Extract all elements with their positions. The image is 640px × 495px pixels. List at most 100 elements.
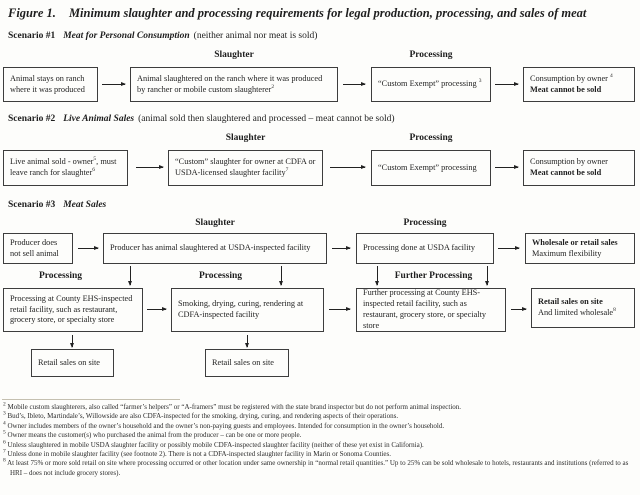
arrow-right-icon	[495, 82, 519, 86]
s1-box4-line2-text: Meat cannot be sold	[530, 84, 602, 94]
arrow-right-icon	[332, 246, 351, 250]
footnote-8-text: At least 75% or more sold retail on site…	[5, 459, 629, 477]
scenario-3-label: Scenario #3 Meat Sales	[8, 200, 110, 210]
s3-boxB-text: Smoking, drying, curing, rendering at CD…	[178, 299, 304, 319]
s1-processing-header: Processing	[409, 50, 453, 60]
s2-processing-header: Processing	[409, 133, 453, 143]
arrow-down-icon	[279, 266, 283, 286]
s3-boxD-line2-text: And limited wholesale	[538, 308, 614, 317]
figure-title-text: Minimum slaughter and processing require…	[68, 6, 587, 20]
s3-box4-line1-text: Wholesale or retail sales	[532, 237, 618, 247]
s2-box1-part-b: , must leave ranch for slaughter	[10, 157, 117, 177]
footnotes: 2 Mobile custom slaughterers, also calle…	[3, 401, 637, 478]
s1-box2-main: Animal slaughtered on the ranch where it…	[137, 73, 323, 94]
s2-slaughter-header: Slaughter	[225, 133, 266, 143]
s2-box1-footnote-ref-5: 5	[93, 156, 97, 163]
scenario-1-label: Scenario #1 Meat for Personal Consumption…	[8, 31, 317, 41]
footnote-3: 3 Bud’s, Ibleto, Martindale’s, Willowsid…	[3, 411, 637, 421]
s1-box-consumption-by-owner: Consumption by owner 4 Meat cannot be so…	[523, 67, 635, 102]
s1-box3-footnote-ref: 3	[478, 78, 482, 85]
arrow-right-icon	[511, 307, 527, 311]
s3-boxD-line2: And limited wholesale8	[538, 307, 628, 319]
s3-processing-header-left: Processing	[38, 271, 83, 281]
s3-box4-line2-text: Maximum flexibility	[532, 248, 602, 258]
s3-box3-text: Processing done at USDA facility	[363, 243, 475, 253]
s1-slaughter-header: Slaughter	[214, 50, 254, 60]
s1-box2-footnote-ref: 2	[271, 83, 275, 90]
arrow-down-icon	[375, 266, 379, 286]
arrow-right-icon	[343, 82, 366, 86]
arrow-down-icon	[70, 335, 74, 348]
arrow-right-icon	[147, 307, 167, 311]
s3-box-processing-county-ehs: Processing at County EHS-inspected retai…	[3, 288, 143, 332]
s2-box4-line2-text: Meat cannot be sold	[530, 168, 602, 177]
s2-box1-part-a: Live animal sold - owner	[10, 157, 94, 167]
s3-box-processing-usda: Processing done at USDA facility	[356, 233, 494, 264]
scenario-2-number: Scenario #2	[8, 114, 56, 124]
s3-boxA-text: Processing at County EHS-inspected retai…	[10, 293, 133, 325]
s2-box2-footnote-ref: 7	[285, 167, 289, 174]
footnote-6-text: Unless slaughtered in mobile USDA slaugh…	[5, 440, 424, 449]
s1-box3-text: “Custom Exempt” processing 3	[378, 79, 484, 90]
s2-box-custom-exempt-processing: “Custom Exempt” processing	[371, 150, 491, 186]
s3-slaughter-header: Slaughter	[195, 218, 235, 228]
s2-box-consumption-by-owner: Consumption by owner Meat cannot be sold	[523, 150, 635, 186]
arrow-right-icon	[78, 246, 99, 250]
s2-box-custom-slaughter: “Custom” slaughter for owner at CDFA or …	[168, 150, 323, 186]
footnote-6: 6 Unless slaughtered in mobile USDA slau…	[3, 440, 637, 450]
s3-processing-header-mid: Processing	[198, 271, 243, 281]
scenario-3-name: Meat Sales	[63, 200, 107, 210]
footnote-4: 4 Owner includes members of the owner’s …	[3, 421, 637, 431]
s2-box2-main: “Custom” slaughter for owner at CDFA or …	[175, 157, 316, 177]
arrow-down-icon	[128, 266, 132, 286]
s3-boxC-text: Further processing at County EHS-inspect…	[363, 288, 487, 330]
arrow-right-icon	[495, 165, 519, 169]
footnote-7-text: Unless done in mobile slaughter facility…	[5, 450, 392, 459]
scenario-2-name: Live Animal Sales	[63, 114, 135, 124]
s2-box3-text: “Custom Exempt” processing	[378, 162, 477, 172]
s3-box-producer-does-not-sell: Producer does not sell animal	[3, 233, 73, 264]
scenario-1-name: Meat for Personal Consumption	[63, 31, 190, 41]
footnote-divider	[2, 399, 180, 400]
footnote-8-marker: 8	[3, 458, 6, 465]
figure-title: Figure 1.Minimum slaughter and processin…	[8, 6, 586, 21]
s3-further-processing-header: Further Processing	[394, 271, 473, 281]
arrow-right-icon	[498, 246, 520, 250]
footnote-4-text: Owner includes members of the owner’s ho…	[5, 421, 445, 430]
s2-box2-text: “Custom” slaughter for owner at CDFA or …	[175, 157, 316, 179]
arrow-right-icon	[102, 82, 126, 86]
s2-box1-footnote-ref-6: 6	[92, 167, 95, 174]
arrow-right-icon	[330, 165, 366, 169]
scenario-1-number: Scenario #1	[8, 31, 56, 41]
footnote-2-marker: 2	[3, 401, 6, 408]
s3-box-retail-sales-limited-wholesale: Retail sales on site And limited wholesa…	[531, 288, 635, 328]
s3-boxD-footnote-ref: 8	[613, 307, 616, 314]
scenario-1-note: (neither animal nor meat is sold)	[193, 31, 318, 41]
s3-boxB2-text: Retail sales on site	[212, 357, 274, 367]
footnote-8: 8 At least 75% or more sold retail on si…	[3, 458, 637, 478]
s1-box-animal-stays-on-ranch: Animal stays on ranch where it was produ…	[3, 67, 98, 102]
s2-box4-line1-text: Consumption by owner	[530, 157, 608, 167]
s3-box-further-processing-county-ehs: Further processing at County EHS-inspect…	[356, 288, 506, 332]
s3-boxD-line1-text: Retail sales on site	[538, 297, 603, 307]
arrow-down-icon	[245, 335, 249, 348]
arrow-right-icon	[329, 307, 351, 311]
s3-box2-text: Producer has animal slaughtered at USDA-…	[110, 243, 311, 253]
s3-box-slaughtered-usda-facility: Producer has animal slaughtered at USDA-…	[103, 233, 327, 264]
s1-box-slaughtered-on-ranch: Animal slaughtered on the ranch where it…	[130, 67, 338, 102]
s1-box4-footnote-ref: 4	[609, 72, 613, 79]
s3-box-smoking-drying-curing: Smoking, drying, curing, rendering at CD…	[171, 288, 324, 332]
s3-box1-text: Producer does not sell animal	[10, 237, 59, 258]
footnote-3-marker: 3	[3, 411, 6, 418]
footnote-2: 2 Mobile custom slaughterers, also calle…	[3, 401, 637, 412]
scenario-3-number: Scenario #3	[8, 200, 56, 210]
s2-box1-text: Live animal sold - owner5, must leave ra…	[10, 157, 121, 179]
s3-boxA2-text: Retail sales on site	[38, 357, 100, 367]
arrow-right-icon	[136, 165, 164, 169]
footnote-5: 5 Owner means the customer(s) who purcha…	[3, 430, 637, 440]
s3-box-retail-sales-on-site-mid: Retail sales on site	[205, 349, 289, 377]
s3-processing-header: Processing	[403, 218, 447, 228]
arrow-down-icon	[485, 266, 489, 286]
